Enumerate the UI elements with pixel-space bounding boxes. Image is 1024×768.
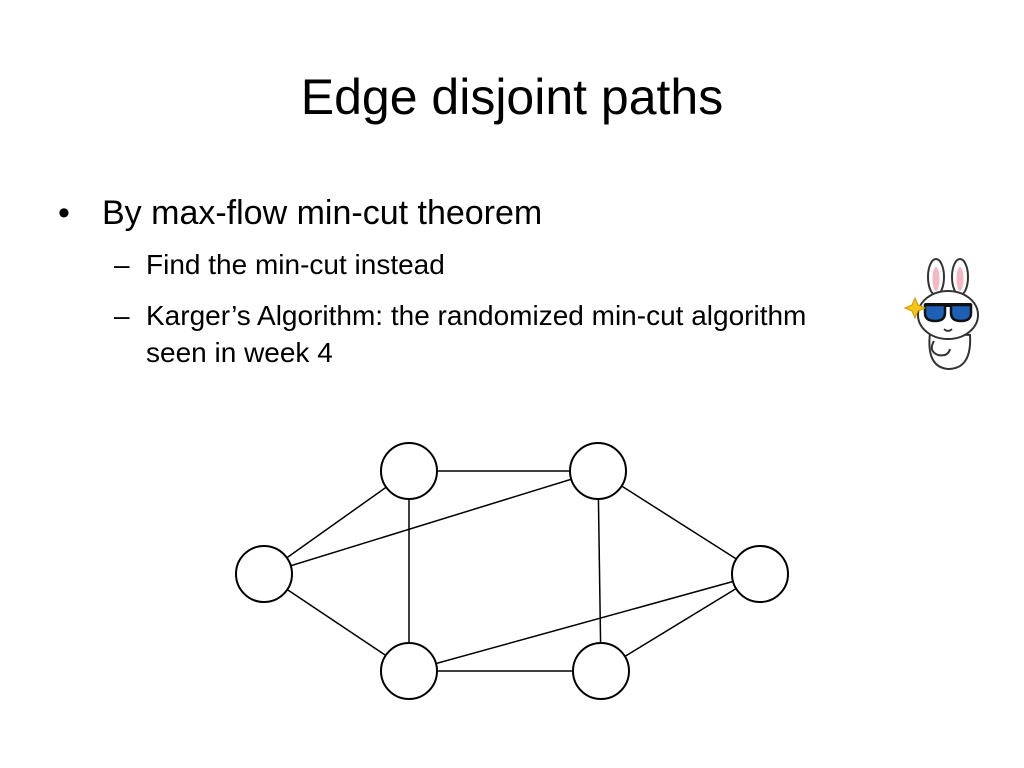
bullet-marker: •	[58, 194, 70, 232]
sub-bullet-item: – Find the min-cut instead	[58, 246, 846, 283]
graph-node	[235, 545, 293, 603]
sub-bullet-marker: –	[114, 300, 130, 331]
graph-node	[380, 442, 438, 500]
bullet-list: • By max-flow min-cut theorem – Find the…	[58, 186, 918, 371]
graph-edge	[263, 470, 410, 575]
sub-bullet-item: – Karger’s Algorithm: the randomized min…	[58, 297, 846, 371]
bullet-item: • By max-flow min-cut theorem	[58, 186, 918, 240]
bunny-sunglasses-icon	[903, 258, 979, 371]
sub-bullet-text: Karger’s Algorithm: the randomized min-c…	[146, 300, 807, 368]
slide-title: Edge disjoint paths	[300, 69, 724, 125]
bullet-text: By max-flow min-cut theorem	[102, 194, 543, 232]
graph-node	[731, 545, 789, 603]
graph-edge	[408, 573, 761, 672]
graph-edge	[597, 470, 761, 575]
graph-edge	[263, 573, 410, 672]
graph-node	[569, 442, 627, 500]
graph-edge	[597, 470, 602, 672]
sub-bullet-marker: –	[114, 249, 130, 280]
graph-node	[380, 642, 438, 700]
sub-bullet-text: Find the min-cut instead	[146, 249, 445, 280]
graph-edge	[600, 573, 761, 672]
graph-node	[572, 642, 630, 700]
graph-edge	[263, 470, 599, 575]
